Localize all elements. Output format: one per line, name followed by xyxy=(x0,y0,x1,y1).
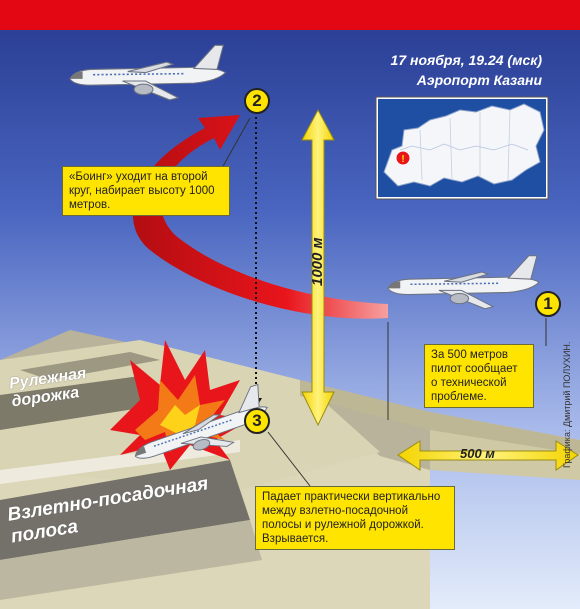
graphics-credit: Графика: Дмитрий ПОЛУХИН. xyxy=(562,341,572,468)
svg-text:!: ! xyxy=(401,154,404,165)
step-2-marker: 2 xyxy=(244,88,270,114)
height-label: 1000 м xyxy=(309,237,326,286)
step-3-marker: 3 xyxy=(244,408,270,434)
step-1-marker: 1 xyxy=(535,291,561,317)
step-2-note: «Боинг» уходит на второй круг, набирает … xyxy=(62,166,230,216)
step-3-note: Падает практически вертикально между взл… xyxy=(255,486,455,550)
step-1-note: За 500 метров пилот сообщает о техническ… xyxy=(424,344,534,408)
russia-map-icon xyxy=(383,103,545,187)
distance-label: 500 м xyxy=(460,446,495,461)
event-datetime: 17 ноября, 19.24 (мск) xyxy=(390,52,542,68)
top-banner xyxy=(0,0,580,30)
go-around-arrow xyxy=(132,115,388,319)
warning-icon xyxy=(395,150,411,166)
height-arrow xyxy=(301,108,335,427)
distance-arrow xyxy=(397,440,579,471)
event-place: Аэропорт Казани xyxy=(416,72,542,88)
